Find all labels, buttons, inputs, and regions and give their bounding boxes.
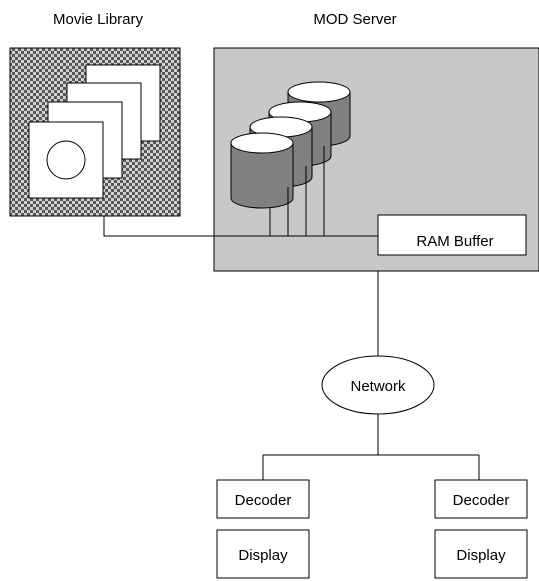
movie-library-label: Movie Library [53,11,144,28]
client-right: Decoder Display [434,479,528,579]
network-label: Network [350,378,406,395]
mod-server-label: MOD Server [313,11,396,28]
decoder-label: Decoder [453,492,510,509]
decoder-box [434,479,528,519]
display-box [434,529,528,579]
client-left: Decoder Display [216,479,310,579]
disk-drive-icon [230,132,294,209]
decoder-box [216,479,310,519]
film-reel-icon [46,140,86,180]
display-label: Display [456,547,506,564]
network-client-links [262,414,480,480]
decoder-label: Decoder [235,492,292,509]
ram-buffer-box [377,214,527,256]
display-box [216,529,310,579]
mod-server: RAM Buffer [213,47,539,272]
ram-buffer-label: RAM Buffer [416,233,493,250]
display-label: Display [238,547,288,564]
movie-library [9,47,181,217]
disk-connectors [269,146,325,236]
library-bus-line [103,216,378,237]
